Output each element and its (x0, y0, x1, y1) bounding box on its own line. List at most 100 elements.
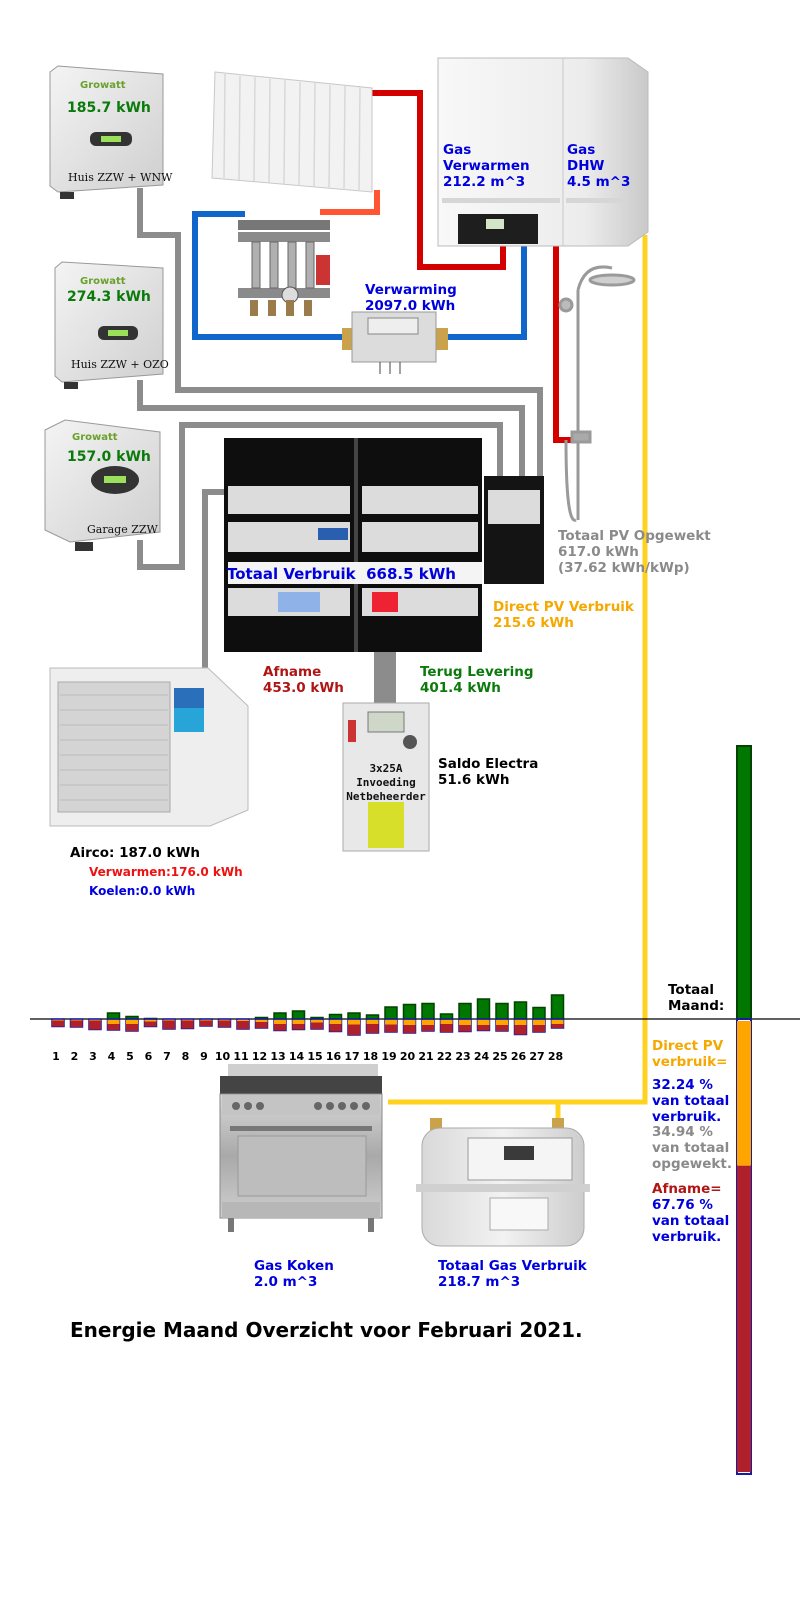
inverter-3-value: 157.0 kWh (67, 449, 151, 465)
bar-export-day-21 (421, 1002, 435, 1020)
tick-label-day-12: 12 (252, 1050, 267, 1063)
bar-import-day-3 (89, 1020, 101, 1030)
bar-import-day-17 (348, 1024, 360, 1035)
bar-direct-day-20 (403, 1020, 416, 1025)
bar-import-day-27 (533, 1025, 545, 1032)
bar-direct-day-22 (440, 1020, 453, 1024)
bar-direct-day-15 (311, 1020, 323, 1023)
electrical-cabinet (224, 438, 544, 652)
tick-label-day-11: 11 (233, 1050, 248, 1063)
bar-direct-day-4 (107, 1020, 120, 1024)
bar-direct-day-13 (274, 1020, 286, 1024)
meter-cable (374, 652, 396, 704)
bar-import-day-10 (218, 1020, 231, 1027)
bar-direct-day-10 (218, 1020, 231, 1021)
bar-direct-day-19 (385, 1020, 397, 1025)
floor-manifold (238, 220, 330, 316)
tick-label-day-19: 19 (381, 1050, 396, 1063)
inverter-3 (44, 419, 161, 551)
radiator (211, 71, 373, 193)
bar-import-day-11 (237, 1021, 249, 1029)
month-total-bar (736, 745, 752, 1475)
airco-cooling: Koelen:0.0 kWh (89, 884, 196, 898)
bar-direct-day-3 (89, 1020, 101, 1021)
bar-export-day-24 (476, 998, 491, 1020)
inverter-2 (54, 261, 164, 389)
bar-export-day-19 (384, 1006, 398, 1020)
bar-import-day-26 (514, 1025, 527, 1035)
bar-direct-day-7 (163, 1020, 175, 1021)
tick-label-day-26: 26 (511, 1050, 527, 1063)
bar-direct-day-26 (514, 1020, 527, 1025)
bar-direct-day-23 (459, 1020, 471, 1025)
bar-direct-day-1 (52, 1020, 64, 1021)
bar-direct-day-6 (144, 1020, 157, 1022)
total-direct-segment (737, 1021, 751, 1166)
bar-export-day-27 (532, 1006, 546, 1020)
tick-label-day-8: 8 (182, 1050, 190, 1063)
tick-label-day-21: 21 (418, 1050, 433, 1063)
tick-label-day-28: 28 (548, 1050, 563, 1063)
inverter-1 (49, 65, 164, 199)
inverter-1-value: 185.7 kWh (67, 100, 151, 116)
tick-label-day-7: 7 (163, 1050, 171, 1063)
tick-label-day-3: 3 (89, 1050, 97, 1063)
total-consumption-label: Totaal Verbruik 668.5 kWh (227, 565, 456, 583)
tick-label-day-18: 18 (363, 1050, 378, 1063)
bar-import-day-24 (477, 1025, 490, 1031)
bar-import-day-16 (329, 1024, 342, 1032)
bar-direct-day-14 (292, 1020, 305, 1024)
tick-label-day-27: 27 (529, 1050, 544, 1063)
tick-label-day-16: 16 (326, 1050, 342, 1063)
tick-label-day-1: 1 (52, 1050, 60, 1063)
bar-import-day-15 (311, 1022, 323, 1029)
bar-import-day-5 (126, 1024, 138, 1031)
bar-import-day-1 (52, 1020, 64, 1027)
tick-label-day-6: 6 (145, 1050, 153, 1063)
bar-import-day-7 (163, 1020, 175, 1029)
tick-label-day-17: 17 (344, 1050, 359, 1063)
tick-label-day-9: 9 (200, 1050, 208, 1063)
inverter-3-name: Garage ZZW (87, 523, 158, 536)
airco-unit (49, 667, 249, 827)
airco-heating: Verwarmen:176.0 kWh (89, 865, 243, 879)
inverter-2-brand: Growatt (80, 276, 126, 287)
airco-label: Airco: 187.0 kWh (70, 845, 200, 861)
inverter-1-name: Huis ZZW + WNW (68, 171, 173, 184)
tick-label-day-13: 13 (270, 1050, 285, 1063)
tick-label-day-20: 20 (400, 1050, 416, 1063)
grid-meter (342, 702, 430, 852)
total-import-segment (737, 1165, 751, 1472)
shower (558, 265, 636, 522)
tick-label-day-15: 15 (307, 1050, 322, 1063)
bar-import-day-25 (496, 1025, 508, 1031)
bar-direct-day-18 (366, 1020, 379, 1024)
bar-direct-day-8 (181, 1020, 194, 1021)
bar-export-day-25 (495, 1002, 509, 1020)
bar-export-day-28 (550, 994, 565, 1020)
gas-meter (416, 1118, 590, 1247)
bar-import-day-20 (403, 1025, 416, 1033)
bar-import-day-12 (255, 1022, 268, 1028)
bar-import-day-13 (274, 1024, 286, 1031)
tick-label-day-4: 4 (108, 1050, 116, 1063)
bar-export-day-14 (291, 1010, 306, 1020)
bar-export-day-17 (347, 1012, 361, 1020)
gas-stove (219, 1064, 383, 1232)
tick-label-day-25: 25 (492, 1050, 507, 1063)
bar-direct-day-17 (348, 1020, 360, 1025)
bar-import-day-8 (181, 1020, 194, 1029)
inverter-2-name: Huis ZZW + OZO (71, 358, 169, 371)
